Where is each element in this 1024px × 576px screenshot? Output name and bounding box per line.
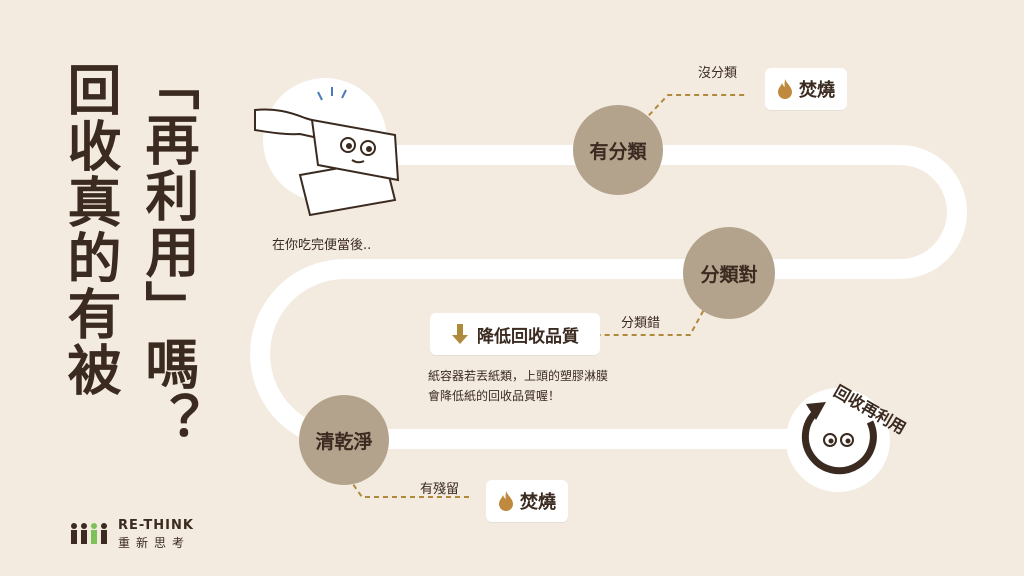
quality-drop-tag: 降低回收品質 <box>430 313 600 355</box>
note-line-1: 紙容器若丟紙類，上頭的塑膠淋膜 <box>428 369 609 383</box>
recycle-illustration <box>786 388 890 492</box>
burn-tag-top: 焚燒 <box>765 68 847 110</box>
node-clean: 清乾淨 <box>299 395 389 485</box>
burn-tag-bottom: 焚燒 <box>486 480 568 522</box>
logo-text-en: RE-THINK <box>118 518 194 533</box>
note-line-2: 會降低紙的回收品質喔！ <box>428 389 561 403</box>
burn-tag-top-text: 焚燒 <box>799 80 835 101</box>
branch-wrong-sort-label: 分類錯 <box>621 316 661 331</box>
connector-not-sorted <box>617 94 748 149</box>
node-sorted-right: 分類對 <box>683 227 775 319</box>
fire-icon <box>499 491 513 511</box>
arrow-down-icon <box>452 324 468 344</box>
title-left: 回收真的有被 <box>58 62 121 398</box>
node-sorted: 有分類 <box>573 105 663 195</box>
connector-wrong-sort <box>600 294 713 336</box>
logo-text-zh: 重新思考 <box>118 536 191 550</box>
title-right: 「再利用」嗎？ <box>136 56 199 448</box>
flow-path <box>250 145 967 449</box>
quality-drop-text: 降低回收品質 <box>477 326 579 347</box>
lunchbox-illustration <box>254 78 400 217</box>
branch-residue-label: 有殘留 <box>420 482 460 497</box>
fire-icon <box>778 79 792 99</box>
burn-tag-bottom-text: 焚燒 <box>520 492 556 513</box>
branch-not-sorted-label: 沒分類 <box>698 66 738 81</box>
start-caption: 在你吃完便當後.. <box>272 238 372 253</box>
note: 紙容器若丟紙類，上頭的塑膠淋膜 會降低紙的回收品質喔！ <box>428 366 608 406</box>
rethink-logo-icon <box>71 523 107 544</box>
